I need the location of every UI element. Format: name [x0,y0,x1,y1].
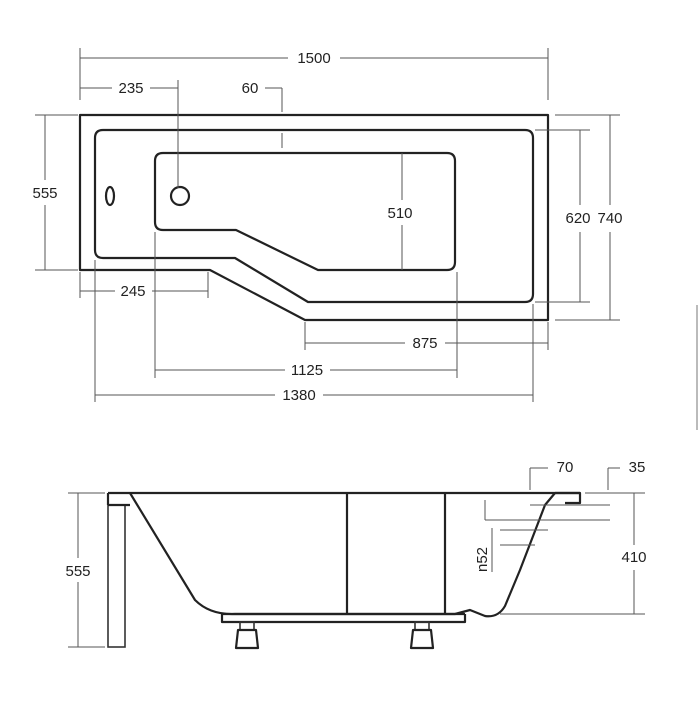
dim-rim-width: 60 [242,80,259,97]
dim-overall-width: 740 [597,210,622,227]
tub-side-profile [129,492,556,618]
dim-rim-step: 70 [557,459,574,476]
tub-outer-rim [78,113,550,322]
front-panel [107,504,126,648]
dim-overflow-height: n52 [474,547,491,572]
tub-floor [153,151,457,272]
drain-icon [169,185,191,207]
left-foot-icon [234,621,260,650]
dim-wide-section-length: 875 [412,335,437,352]
dim-drain-offset: 235 [118,80,143,97]
dim-rim-lip: 35 [629,459,646,476]
dim-inner-depth: 410 [621,549,646,566]
dim-bottom-length: 1125 [291,362,323,379]
dim-inner-width: 620 [565,210,590,227]
side-view: n52 70 35 555 410 [65,459,647,650]
dim-overall-height: 555 [65,563,90,580]
top-view: 1500 235 60 555 510 620 740 [32,48,623,404]
tub-inner-basin [93,128,535,304]
dim-narrow-end-width: 555 [32,185,57,202]
right-foot-icon [409,621,435,650]
dim-inner-length: 1380 [282,387,315,404]
dim-bottom-width: 510 [387,205,412,222]
dim-narrow-end-length: 245 [120,283,145,300]
overflow-icon [104,185,116,207]
dim-overall-length: 1500 [297,50,330,67]
